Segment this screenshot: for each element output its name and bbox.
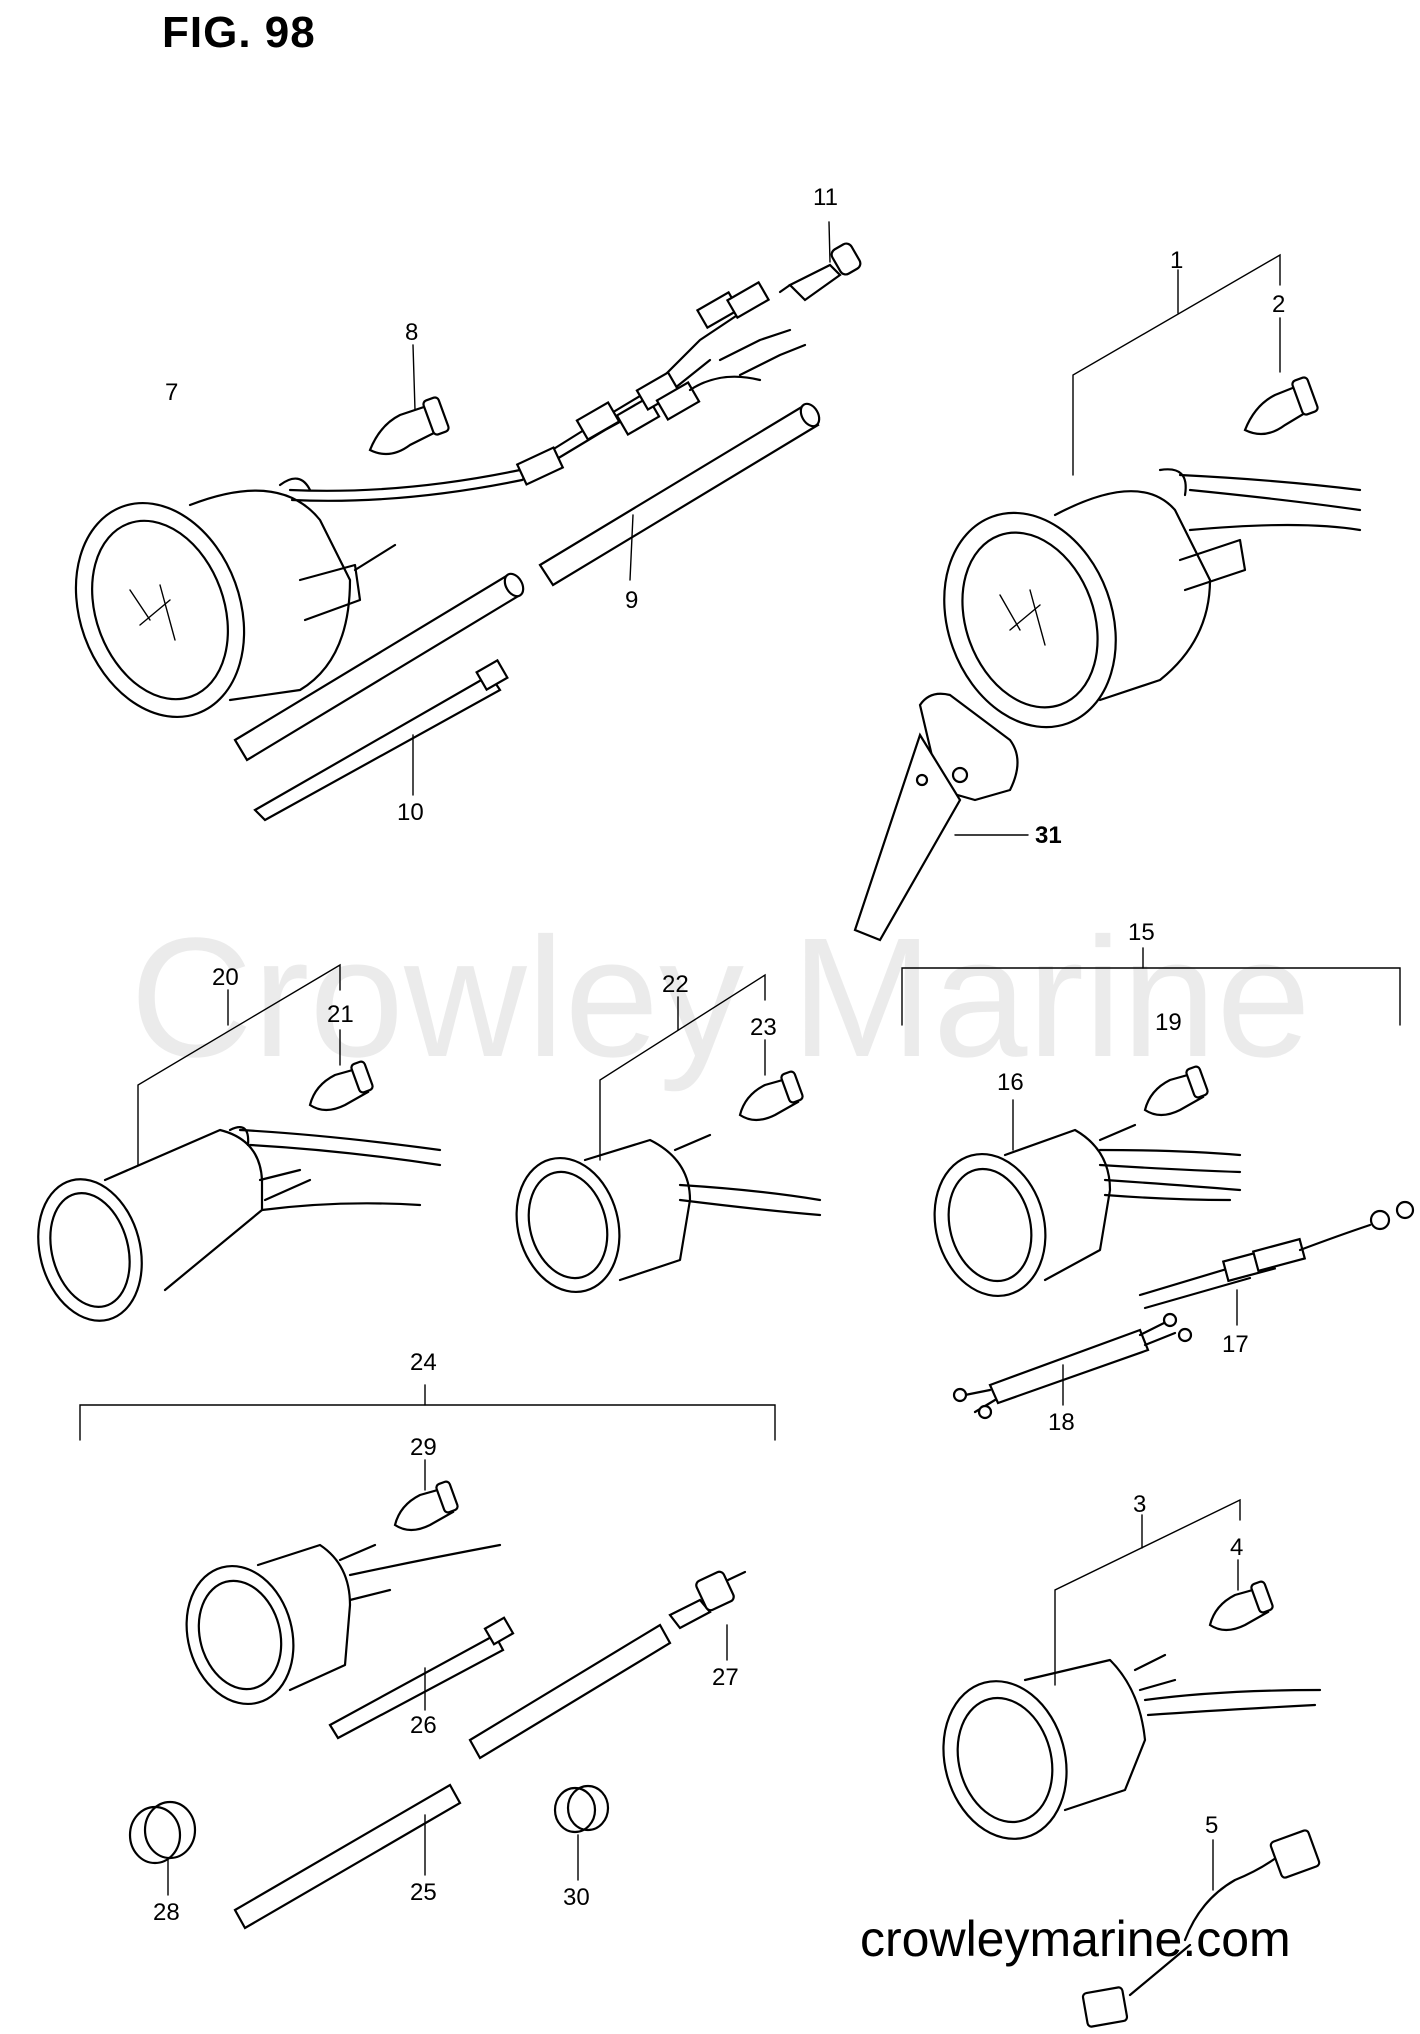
callout-1: 1: [1170, 247, 1183, 274]
figure-title: FIG. 98: [162, 8, 316, 57]
callout-26: 26: [410, 1712, 437, 1739]
callout-27: 27: [712, 1664, 739, 1691]
callout-24: 24: [410, 1349, 437, 1376]
callout-5: 5: [1205, 1812, 1218, 1839]
watermark: Crowley Marine: [130, 903, 1311, 1093]
callout-31: 31: [1035, 822, 1062, 849]
part-28-grommet[interactable]: [128, 1800, 197, 1865]
part-1-gauge[interactable]: [915, 468, 1362, 751]
part-11-terminal[interactable]: [778, 241, 863, 302]
part-4-bulb[interactable]: [1208, 1580, 1274, 1632]
callout-23: 23: [750, 1014, 777, 1041]
part-24-gauge[interactable]: [172, 1543, 502, 1716]
part-9-tube[interactable]: [233, 401, 823, 762]
part-3-gauge[interactable]: [926, 1653, 1322, 1853]
callout-19: 19: [1155, 1009, 1182, 1036]
callout-18: 18: [1048, 1409, 1075, 1436]
part-8-bulb[interactable]: [368, 396, 450, 456]
callout-7: 7: [165, 379, 178, 406]
part-7-harness: [288, 280, 807, 502]
site-label: crowleymarine.com: [860, 1911, 1291, 1967]
bracket-1: [1072, 253, 1281, 476]
part-27-sensor[interactable]: [668, 1570, 747, 1630]
callout-25: 25: [410, 1879, 437, 1906]
callout-20: 20: [212, 964, 239, 991]
callout-16: 16: [997, 1069, 1024, 1096]
callout-15: 15: [1128, 919, 1155, 946]
callout-2: 2: [1272, 291, 1285, 318]
part-19-bulb[interactable]: [1143, 1065, 1209, 1117]
part-18-lead[interactable]: [952, 1312, 1193, 1420]
part-26-cable-tie[interactable]: [328, 1616, 515, 1740]
bracket-3: [1054, 1498, 1241, 1686]
callout-4: 4: [1230, 1534, 1243, 1561]
bracket-20: [137, 963, 341, 1166]
part-25-tube[interactable]: [233, 1623, 672, 1930]
callout-10: 10: [397, 799, 424, 826]
callout-11: 11: [813, 184, 838, 211]
part-7-gauge[interactable]: [47, 477, 397, 741]
callout-21: 21: [327, 1001, 354, 1028]
part-22-gauge[interactable]: [502, 1133, 822, 1304]
part-5-connector[interactable]: [1081, 1829, 1321, 2028]
callout-17: 17: [1222, 1331, 1249, 1358]
part-21-bulb[interactable]: [308, 1060, 374, 1112]
part-23-bulb[interactable]: [738, 1070, 804, 1122]
part-29-bulb[interactable]: [393, 1480, 459, 1532]
bracket-22: [599, 973, 766, 1161]
part-31-bracket[interactable]: [853, 692, 1019, 942]
callout-28: 28: [153, 1899, 180, 1926]
part-2-bulb[interactable]: [1243, 376, 1319, 436]
part-10-cable-tie[interactable]: [253, 658, 509, 822]
bracket-24: [79, 1404, 776, 1441]
callout-8: 8: [405, 319, 418, 346]
part-30-grommet[interactable]: [553, 1784, 610, 1834]
callout-22: 22: [662, 971, 689, 998]
callout-9: 9: [625, 587, 638, 614]
callout-3: 3: [1133, 1491, 1146, 1518]
part-17-lead[interactable]: [1138, 1200, 1415, 1310]
part-16-gauge[interactable]: [919, 1123, 1242, 1309]
callout-30: 30: [563, 1884, 590, 1911]
bracket-15: [901, 967, 1401, 1026]
callout-29: 29: [410, 1434, 437, 1461]
part-20-gauge[interactable]: [23, 1126, 442, 1332]
